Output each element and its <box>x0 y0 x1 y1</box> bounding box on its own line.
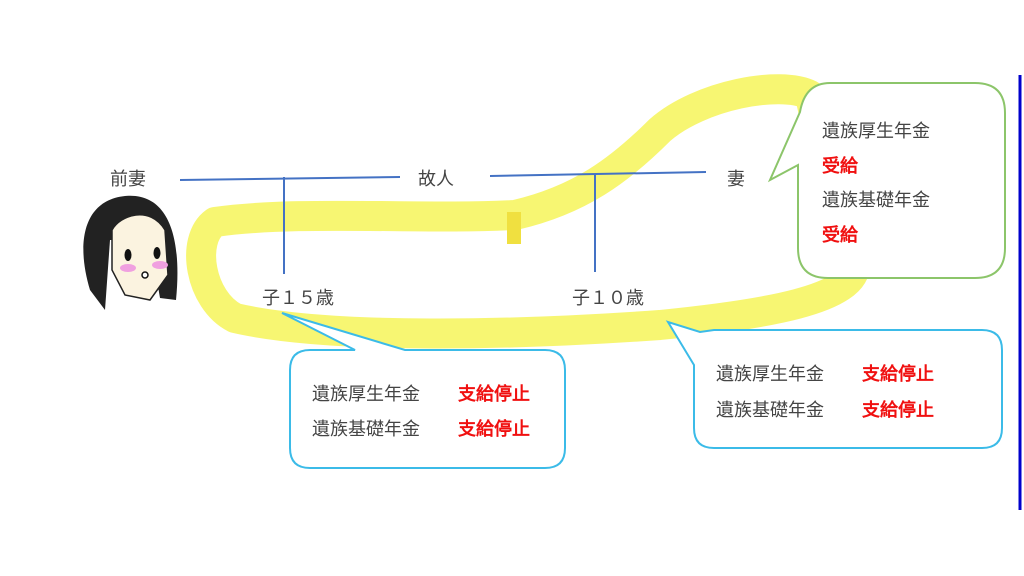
deceased-label: 故人 <box>418 169 454 190</box>
highlight-mark <box>507 212 521 244</box>
child2-label: 子１０歳 <box>572 288 644 309</box>
wife-line <box>489 171 707 177</box>
child2-pension2: 遺族基礎年金 <box>716 400 824 421</box>
wife-status2: 受給 <box>822 225 858 246</box>
woman-face-icon <box>83 195 178 310</box>
child1-status1: 支給停止 <box>458 384 530 405</box>
highlight-loop <box>186 74 871 349</box>
child1-bubble <box>281 312 566 469</box>
wife-pension1: 遺族厚生年金 <box>822 121 930 142</box>
child2-bubble <box>665 320 1003 449</box>
child1-label: 子１５歳 <box>262 288 334 309</box>
wife-bubble <box>767 82 1006 279</box>
child1-status2: 支給停止 <box>458 419 530 440</box>
child2-status1: 支給停止 <box>862 364 934 385</box>
child2-status2: 支給停止 <box>862 400 934 421</box>
wife-label: 妻 <box>727 169 745 190</box>
child2-pension1: 遺族厚生年金 <box>716 364 824 385</box>
ex-wife-label: 前妻 <box>110 169 146 190</box>
child1-pension2: 遺族基礎年金 <box>312 419 420 440</box>
wife-status1: 受給 <box>822 156 858 177</box>
wife-pension2: 遺族基礎年金 <box>822 190 930 211</box>
child1-pension1: 遺族厚生年金 <box>312 384 420 405</box>
ex-wife-line <box>179 176 401 181</box>
